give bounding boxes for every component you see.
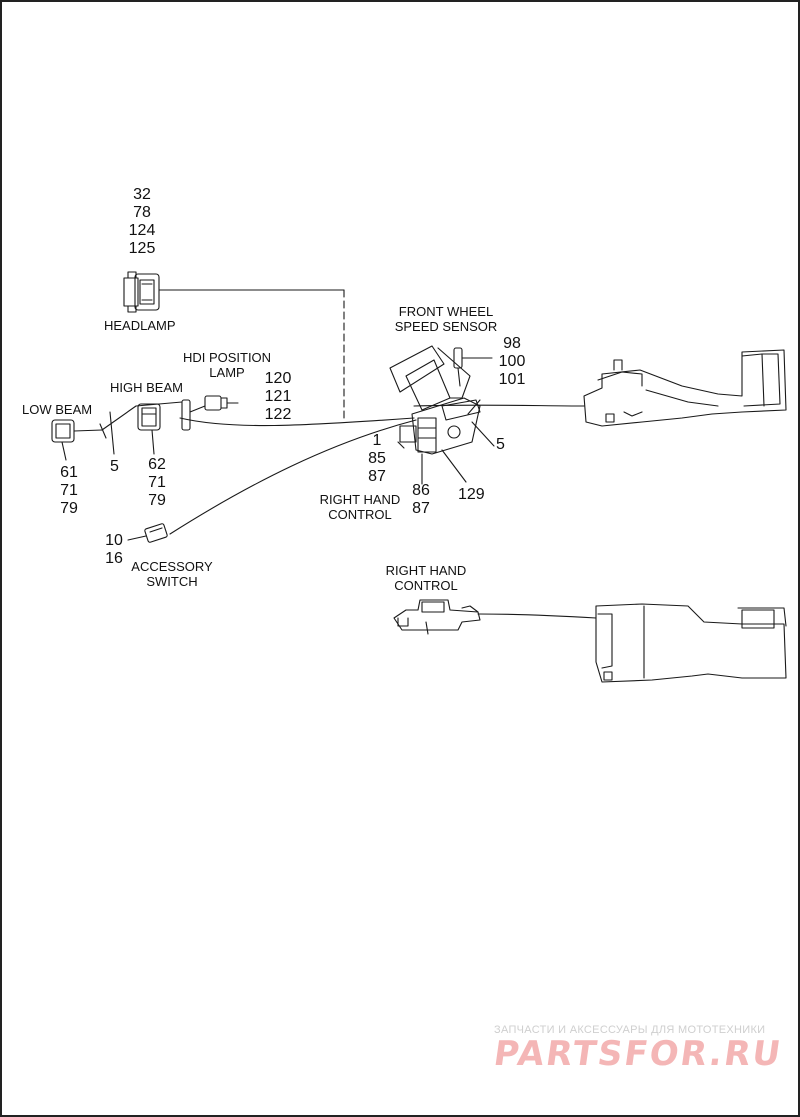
watermark-caption: ЗАПЧАСТИ И АКСЕССУАРЫ ДЛЯ МОТОТЕХНИКИ bbox=[494, 1024, 766, 1036]
rhc-upper-label-line2: CONTROL bbox=[328, 507, 392, 522]
watermark-logo: PARTSFOR.RU bbox=[491, 1034, 785, 1074]
sensor-part-2: 100 bbox=[498, 353, 526, 370]
headlamp-label: HEADLAMP bbox=[104, 318, 176, 333]
accessory-switch-label: ACCESSORY SWITCH bbox=[126, 559, 218, 589]
rhc-clip-part-number: 5 bbox=[496, 436, 505, 453]
rhc-lower-label-line2: CONTROL bbox=[394, 578, 458, 593]
hdi-lamp-wire bbox=[189, 405, 206, 413]
rhc-bottom-part-numbers: 86 87 bbox=[406, 482, 436, 518]
rhc-bottom-part-1: 86 bbox=[412, 482, 430, 499]
hdi-lamp-label-line2: LAMP bbox=[209, 365, 245, 380]
low-beam-part-2: 71 bbox=[60, 482, 78, 499]
rhc-housing-lower-icon bbox=[595, 603, 787, 683]
rhc-lower-wire bbox=[477, 613, 597, 619]
low-beam-label: LOW BEAM bbox=[22, 402, 93, 417]
low-beam-part-3: 79 bbox=[60, 500, 78, 517]
speed-sensor-label-line1: FRONT WHEEL bbox=[398, 304, 494, 319]
headlamp-part-2: 78 bbox=[133, 204, 151, 221]
low-beam-part-numbers: 61 71 79 bbox=[54, 464, 84, 518]
high-beam-part-3: 79 bbox=[148, 492, 166, 509]
rhc-left-part-3: 87 bbox=[368, 468, 386, 485]
accessory-part-2: 16 bbox=[105, 550, 123, 567]
rhc-clip-leader bbox=[471, 421, 495, 447]
clip-5-leader bbox=[109, 411, 115, 455]
rhc-lower-label-line1: RIGHT HAND bbox=[385, 563, 467, 578]
sensor-part-numbers: 98 100 101 bbox=[492, 335, 532, 389]
hdi-part-2: 121 bbox=[264, 388, 292, 405]
rhc-housing-upper-icon bbox=[583, 349, 787, 427]
hdi-lamp-label: HDI POSITION LAMP bbox=[177, 350, 277, 380]
accessory-switch-label-line1: ACCESSORY bbox=[131, 559, 213, 574]
accessory-leader bbox=[127, 535, 147, 541]
rhc-129-leader bbox=[441, 449, 467, 483]
rhc-left-part-2: 85 bbox=[368, 450, 386, 467]
headlamp-part-4: 125 bbox=[128, 240, 156, 257]
rhc-upper-label: RIGHT HAND CONTROL bbox=[314, 492, 406, 522]
high-beam-part-1: 62 bbox=[148, 456, 166, 473]
rhc-lower-label: RIGHT HAND CONTROL bbox=[380, 563, 472, 593]
high-beam-leader bbox=[151, 429, 155, 455]
speed-sensor-label: FRONT WHEEL SPEED SENSOR bbox=[386, 304, 506, 334]
accessory-part-1: 10 bbox=[105, 532, 123, 549]
headlamp-connector-icon bbox=[123, 271, 160, 313]
high-beam-connector-icon bbox=[137, 403, 161, 431]
speed-sensor-label-line2: SPEED SENSOR bbox=[394, 319, 498, 334]
sensor-part-3: 101 bbox=[498, 371, 526, 388]
hdi-part-3: 122 bbox=[264, 406, 292, 423]
headlamp-part-numbers: 32 78 124 125 bbox=[120, 186, 164, 258]
clip-part-number: 5 bbox=[110, 458, 119, 475]
high-beam-part-numbers: 62 71 79 bbox=[142, 456, 172, 510]
headlamp-part-1: 32 bbox=[133, 186, 151, 203]
harness-sleeve bbox=[181, 399, 191, 431]
rhc-1-leader bbox=[397, 441, 405, 449]
low-beam-leader bbox=[61, 441, 67, 461]
speed-sensor-icon bbox=[389, 345, 493, 411]
hdi-lamp-connector-icon bbox=[204, 395, 239, 411]
rhc-ref-number: 129 bbox=[458, 486, 485, 503]
high-beam-part-2: 71 bbox=[148, 474, 166, 491]
rhc-bottom-part-2: 87 bbox=[412, 500, 430, 517]
rhc-left-part-1: 1 bbox=[372, 432, 382, 449]
rhc-left-part-numbers: 1 85 87 bbox=[362, 432, 392, 486]
headlamp-part-3: 124 bbox=[128, 222, 156, 239]
main-harness-wire bbox=[179, 417, 415, 427]
rhc-lower-switch-icon bbox=[393, 599, 481, 635]
accessory-switch-label-line2: SWITCH bbox=[146, 574, 198, 589]
low-beam-part-1: 61 bbox=[60, 464, 78, 481]
accessory-part-numbers: 10 16 bbox=[100, 532, 128, 568]
accessory-switch-wire bbox=[169, 419, 417, 535]
low-beam-branch-wire bbox=[101, 401, 183, 431]
low-beam-connector-icon bbox=[51, 419, 107, 443]
hdi-part-numbers: 120 121 122 bbox=[258, 370, 298, 424]
sensor-part-1: 98 bbox=[503, 335, 521, 352]
hdi-part-1: 120 bbox=[264, 370, 292, 387]
accessory-switch-connector-icon bbox=[144, 523, 168, 543]
rhc-connector-cluster-icon bbox=[399, 397, 481, 455]
hdi-lamp-label-line1: HDI POSITION bbox=[182, 350, 272, 365]
rhc-upper-label-line1: RIGHT HAND bbox=[319, 492, 401, 507]
high-beam-label: HIGH BEAM bbox=[110, 380, 183, 395]
